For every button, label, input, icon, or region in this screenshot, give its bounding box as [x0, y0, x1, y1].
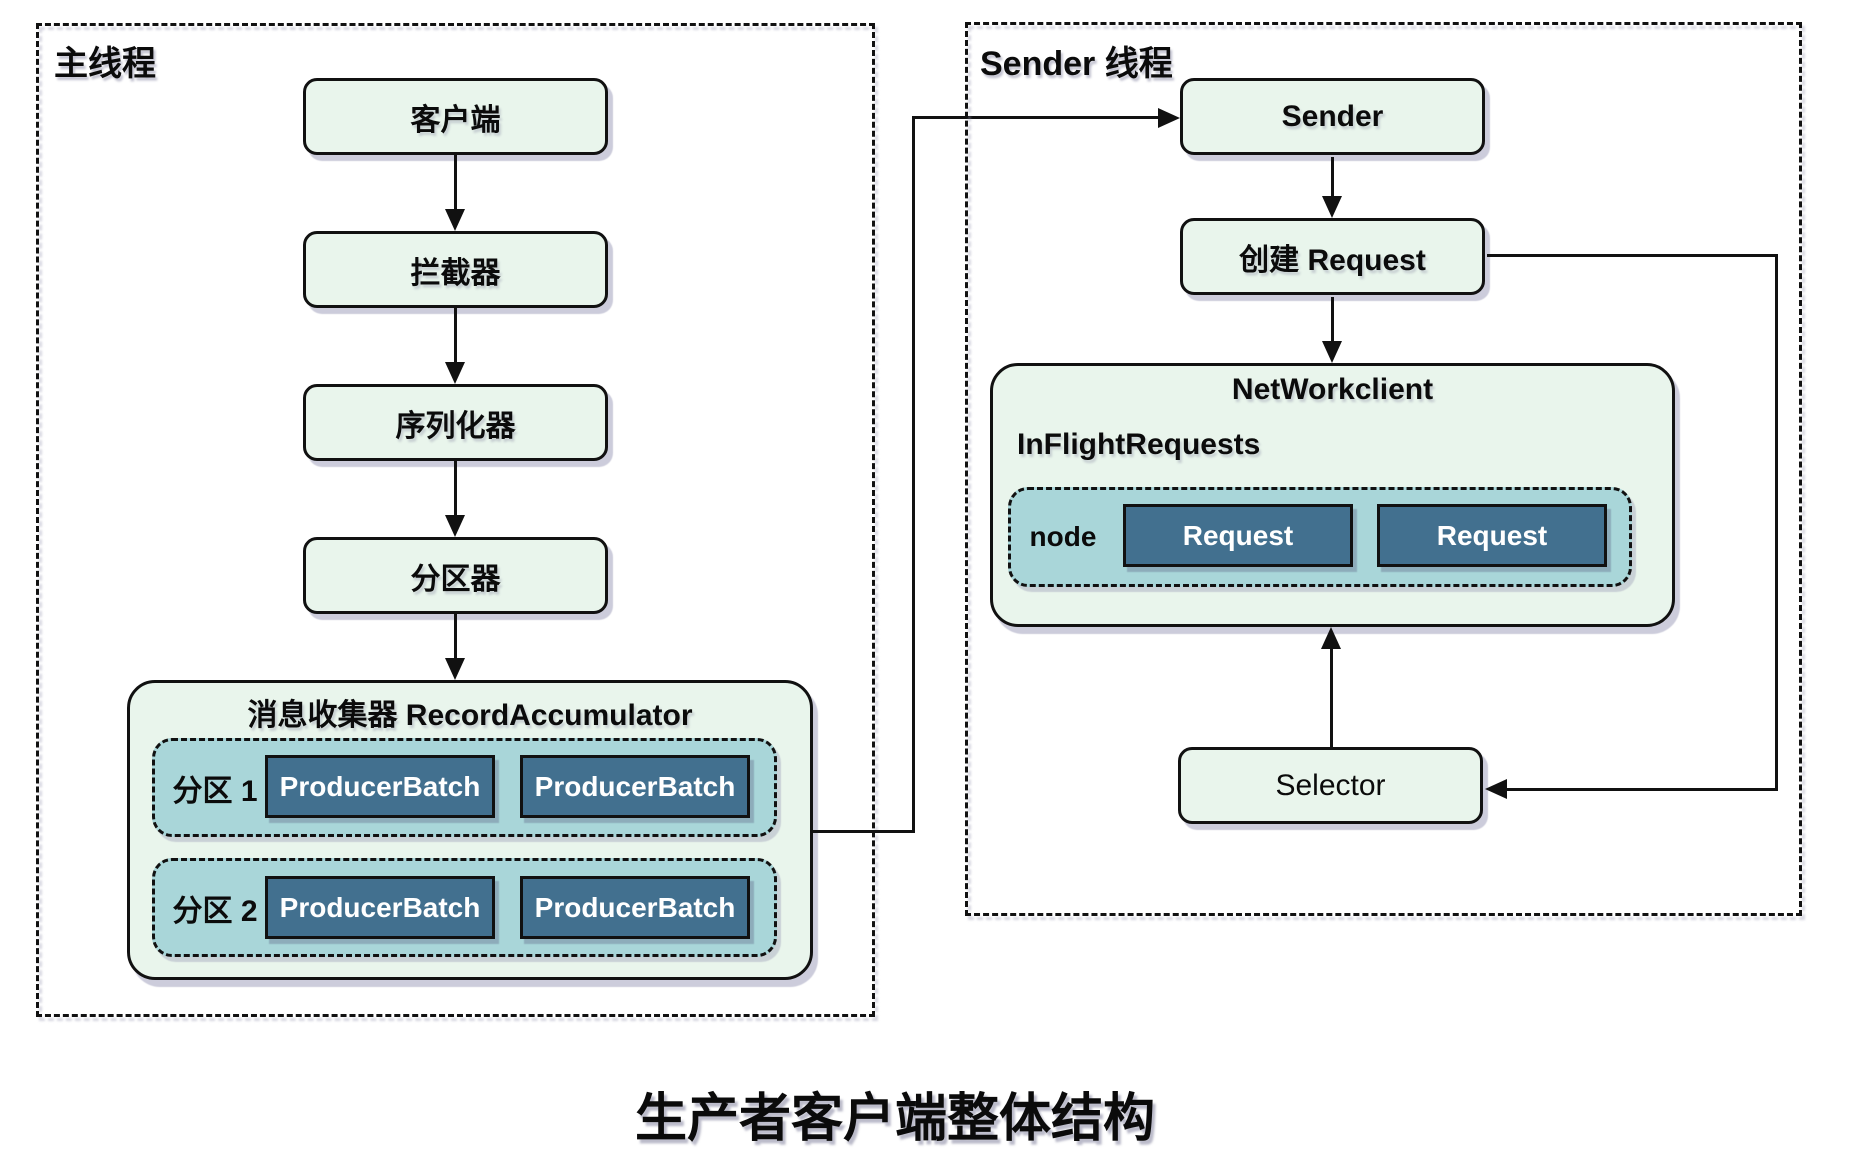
main-thread-container [36, 23, 875, 1017]
flow-box-interceptor: 拦截器 [303, 231, 608, 308]
producer-batch: ProducerBatch [520, 876, 750, 939]
producer-batch: ProducerBatch [265, 876, 495, 939]
partition-1-label: 分区 1 [172, 774, 258, 808]
selector-box: Selector [1178, 747, 1483, 824]
flow-box-serializer: 序列化器 [303, 384, 608, 461]
create-request-box: 创建 Request [1180, 218, 1485, 295]
producer-batch: ProducerBatch [265, 755, 495, 818]
partition-2-label: 分区 2 [172, 894, 258, 928]
networkclient-title: NetWorkclient [1231, 373, 1434, 406]
sender-thread-container [965, 22, 1802, 916]
sender-box: Sender [1180, 78, 1485, 155]
request-box: Request [1377, 504, 1607, 567]
flow-box-partitioner: 分区器 [303, 537, 608, 614]
request-box: Request [1123, 504, 1353, 567]
inflight-requests-label: InFlightRequests [1017, 428, 1261, 461]
node-label: node [1029, 521, 1097, 552]
sender-thread-label: Sender 线程 [980, 45, 1173, 83]
flow-box-client: 客户端 [303, 78, 608, 155]
diagram-title: 生产者客户端整体结构 [634, 1090, 1155, 1148]
main-thread-label: 主线程 [54, 45, 156, 83]
record-accumulator-title: 消息收集器 RecordAccumulator [247, 699, 693, 732]
producer-batch: ProducerBatch [520, 755, 750, 818]
